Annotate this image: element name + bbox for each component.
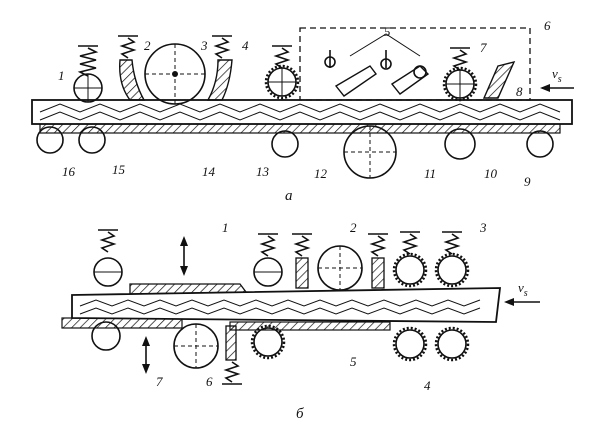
chip-breaker-b bbox=[292, 233, 312, 289]
feed-roller-4a bbox=[395, 329, 425, 359]
label-a-4: 4 bbox=[242, 38, 249, 53]
roller-9 bbox=[526, 130, 554, 158]
housing-6 bbox=[299, 27, 531, 101]
support-6 bbox=[222, 325, 242, 385]
chip-breaker-2 bbox=[118, 35, 146, 101]
label-b-6: 6 bbox=[206, 374, 213, 389]
caption-a: а bbox=[285, 188, 293, 204]
label-b-4: 4 bbox=[424, 378, 431, 393]
diagram-a: 1 2 3 4 5 6 7 8 9 10 11 12 13 14 15 16 v… bbox=[31, 18, 574, 204]
roller-top-left-b bbox=[93, 229, 123, 287]
bottom-rollers-b bbox=[91, 321, 470, 369]
label-a-5: 5 bbox=[384, 24, 391, 39]
feed-rollers-top-3 bbox=[392, 231, 470, 288]
label-a-2: 2 bbox=[144, 38, 151, 53]
label-a-3: 3 bbox=[200, 38, 208, 53]
workpiece-board-a bbox=[31, 99, 573, 125]
diagram-b: 1 2 3 4 5 6 7 vs б bbox=[61, 220, 540, 422]
cutter-head-b bbox=[317, 245, 363, 291]
knife-unit-5 bbox=[324, 33, 430, 97]
label-a-11: 11 bbox=[424, 166, 436, 181]
label-b-1: 1 bbox=[222, 220, 229, 235]
workpiece-board-b bbox=[71, 287, 502, 323]
pressure-bar-b bbox=[368, 233, 388, 289]
roller-15 bbox=[78, 126, 106, 154]
labels-b: 1 2 3 4 5 6 7 vs bbox=[156, 220, 528, 393]
label-a-12: 12 bbox=[314, 166, 328, 181]
caption-b: б bbox=[296, 406, 304, 422]
guide-8 bbox=[482, 60, 516, 99]
labels-a: 1 2 3 4 5 6 7 8 9 10 11 12 13 14 15 16 v… bbox=[58, 18, 562, 189]
label-a-9: 9 bbox=[524, 174, 531, 189]
label-a-14: 14 bbox=[202, 164, 216, 179]
label-a-13: 13 bbox=[256, 164, 270, 179]
adjust-arrow-7 bbox=[142, 336, 150, 374]
adjust-arrow-1 bbox=[180, 236, 188, 276]
feed-label-a: vs bbox=[552, 66, 562, 85]
label-b-3: 3 bbox=[479, 220, 487, 235]
cutter-head-a bbox=[144, 43, 206, 105]
label-b-2: 2 bbox=[350, 220, 357, 235]
wood-grain-b bbox=[79, 299, 481, 315]
roller-11 bbox=[444, 128, 476, 160]
wood-grain-a bbox=[39, 103, 561, 121]
label-a-7: 7 bbox=[480, 40, 487, 55]
feed-roller-14 bbox=[264, 45, 300, 100]
label-b-5: 5 bbox=[350, 354, 357, 369]
roller-16 bbox=[36, 126, 64, 154]
feed-roller-7 bbox=[442, 47, 478, 102]
label-b-7: 7 bbox=[156, 374, 163, 389]
label-a-16: 16 bbox=[62, 164, 76, 179]
label-a-1: 1 bbox=[58, 68, 65, 83]
pressure-roller-1 bbox=[73, 45, 103, 103]
label-a-15: 15 bbox=[112, 162, 126, 177]
bottom-roller-mid-b bbox=[253, 327, 283, 357]
lower-plate-5 bbox=[229, 321, 391, 331]
bottom-roller-left-b bbox=[91, 321, 121, 351]
roller-mid-b bbox=[253, 233, 283, 287]
label-a-6: 6 bbox=[544, 18, 551, 33]
label-a-10: 10 bbox=[484, 166, 498, 181]
label-a-8: 8 bbox=[516, 84, 523, 99]
pressure-bar-4 bbox=[206, 35, 233, 101]
feed-roller-4b bbox=[437, 329, 467, 359]
roller-13 bbox=[271, 130, 299, 158]
bottom-rollers-a bbox=[36, 125, 554, 179]
lower-table-a bbox=[39, 123, 561, 134]
pressure-plate-1 bbox=[129, 283, 248, 295]
feed-label-b: vs bbox=[518, 280, 528, 299]
